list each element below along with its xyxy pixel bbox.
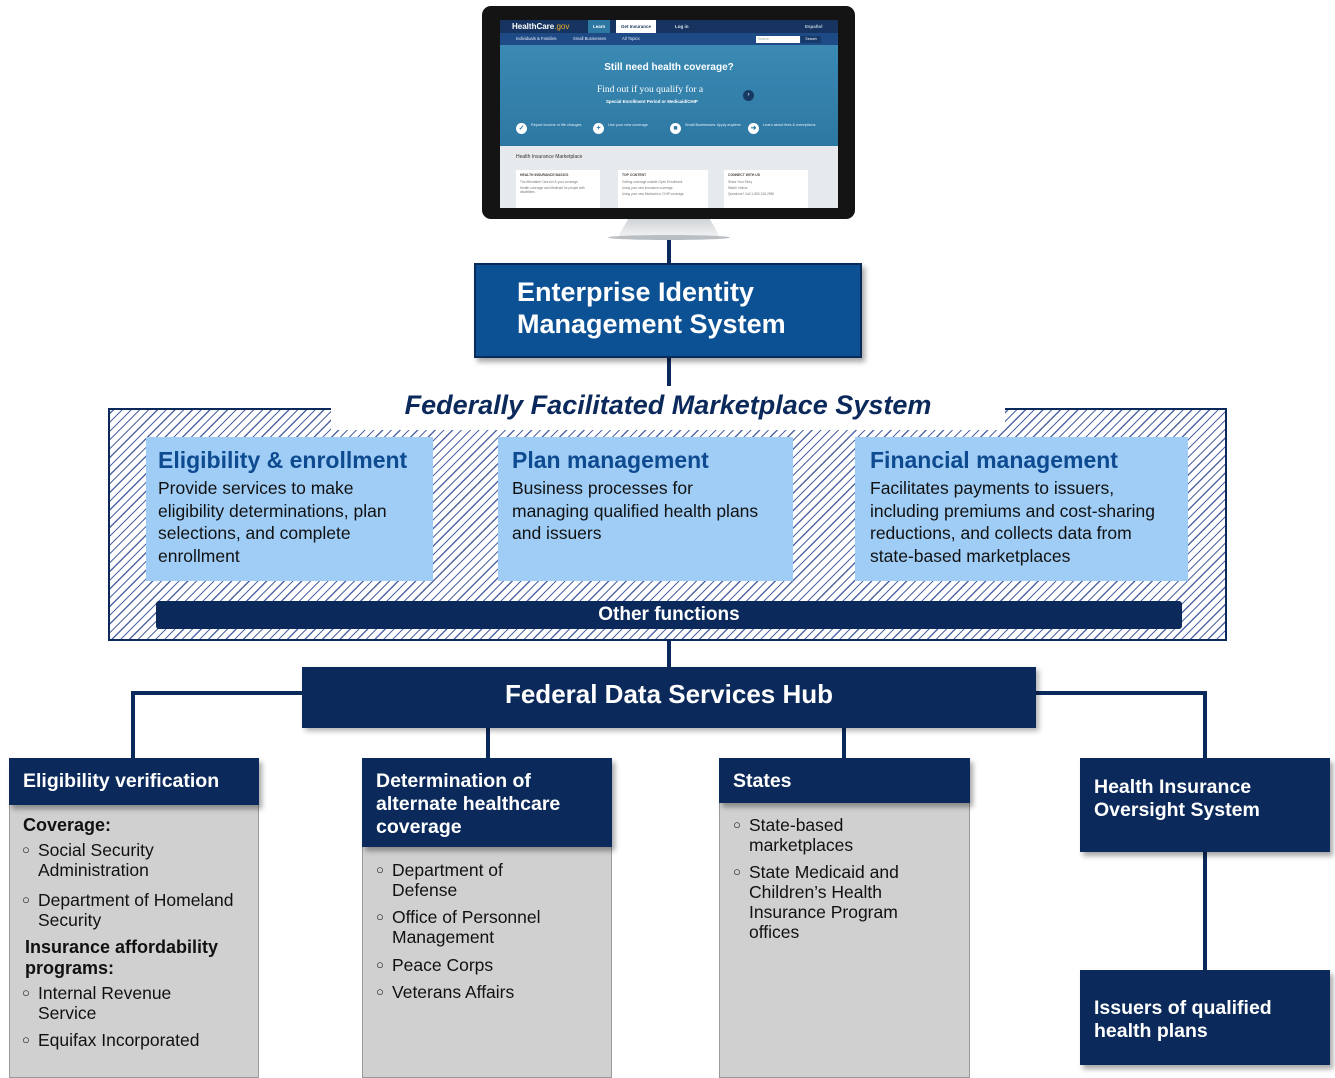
marketplace-logo: Health Insurance Marketplace — [516, 154, 583, 160]
content-card: HEALTH INSURANCE BASICS The Affordable C… — [516, 170, 600, 208]
connector-hub-right — [1035, 691, 1207, 695]
states-body — [719, 758, 970, 1078]
tab-learn[interactable]: Learn — [588, 20, 611, 33]
hero-subtitle-2: Special Enrollment Period or Medicaid/CH… — [606, 99, 698, 104]
eligibility-enrollment-box: Eligibility & enrollment Provide service… — [146, 437, 433, 581]
arrow-right-icon[interactable]: › — [743, 90, 754, 101]
coverage-label: Coverage: — [23, 815, 112, 835]
eligibility-verification-body — [9, 758, 259, 1078]
website-screenshot: HealthCare.gov Learn Get Insurance Log i… — [500, 20, 838, 208]
connector-oversight-drop — [1203, 691, 1207, 758]
site-subnav: Individuals & Families Small Businesses … — [500, 33, 838, 45]
subnav-small-business[interactable]: Small Businesses — [573, 36, 607, 41]
monitor-stand — [618, 219, 720, 237]
connector-states-drop — [842, 728, 846, 758]
list-item: ○ Peace Corps — [376, 955, 494, 975]
content-card: CONNECT WITH US Share Your Story Watch V… — [724, 170, 808, 208]
content-card: TOP CONTENT Getting coverage outside Ope… — [618, 170, 708, 208]
bullet-icon: ○ — [22, 985, 30, 1000]
connector-oversight-issuers — [1203, 852, 1207, 970]
states-header: States — [719, 758, 970, 803]
hero-subtitle: Find out if you qualify for a — [597, 85, 704, 95]
connector-monitor-eim — [667, 239, 671, 264]
site-search-input[interactable]: Search — [756, 36, 800, 43]
check-icon: ✓ — [516, 123, 527, 134]
box-description: Facilitates payments to issuers,includin… — [870, 478, 1155, 566]
ffm-title-background — [331, 386, 1005, 430]
site-header: HealthCare.gov Learn Get Insurance Log i… — [500, 20, 838, 33]
subnav-all-topics[interactable]: All Topics — [622, 36, 640, 41]
ffm-title: Federally Facilitated Marketplace System — [404, 390, 932, 420]
connector-eim-ffm — [667, 358, 671, 387]
list-item: ○ Veterans Affairs — [376, 982, 515, 1002]
box-title: Plan management — [512, 447, 709, 473]
monitor: HealthCare.gov Learn Get Insurance Log i… — [482, 6, 855, 219]
connector-hub-left — [131, 691, 303, 695]
subnav-individuals[interactable]: Individuals & Families — [516, 36, 557, 41]
hero-title: Still need health coverage? — [604, 62, 734, 73]
box-title: Eligibility & enrollment — [158, 447, 408, 473]
site-hero: Still need health coverage? Find out if … — [500, 45, 838, 146]
financial-management-box: Financial management Facilitates payment… — [855, 437, 1188, 581]
monitor-stand-base — [608, 235, 730, 240]
box-title: Financial management — [870, 447, 1118, 473]
site-logo: HealthCare.gov — [512, 22, 570, 31]
eim-title: Enterprise Identity Management System — [517, 277, 786, 339]
site-search-button[interactable]: Search — [801, 36, 821, 43]
plus-icon: + — [593, 123, 604, 134]
connector-eligibility-drop — [131, 691, 135, 758]
building-icon: ■ — [670, 123, 681, 134]
bullet-icon: ○ — [376, 909, 384, 924]
bullet-icon: ○ — [733, 817, 741, 832]
bullet-icon: ○ — [376, 957, 384, 972]
enterprise-identity-management-box: Enterprise Identity Management System — [474, 263, 862, 358]
bullet-icon: ○ — [376, 862, 384, 877]
tab-get-insurance[interactable]: Get Insurance — [616, 20, 657, 33]
connector-alternate-drop — [486, 728, 490, 758]
tab-login[interactable]: Log in — [675, 24, 689, 29]
list-item: ○ Equifax Incorporated — [22, 1030, 200, 1050]
language-link[interactable]: Español — [805, 24, 823, 29]
eligibility-verification-header: Eligibility verification — [9, 758, 259, 805]
bullet-icon: ○ — [376, 984, 384, 999]
other-functions-bar: Other functions — [156, 601, 1182, 629]
site-lower-section: Health Insurance Marketplace HEALTH INSU… — [500, 146, 838, 208]
bullet-icon: ○ — [733, 864, 741, 879]
connector-ffm-hub — [667, 641, 671, 668]
flag-icon: ➜ — [748, 123, 759, 134]
bullet-icon: ○ — [22, 842, 30, 857]
bullet-icon: ○ — [22, 892, 30, 907]
federal-data-services-hub: Federal Data Services Hub — [302, 667, 1036, 728]
bullet-icon: ○ — [22, 1032, 30, 1047]
